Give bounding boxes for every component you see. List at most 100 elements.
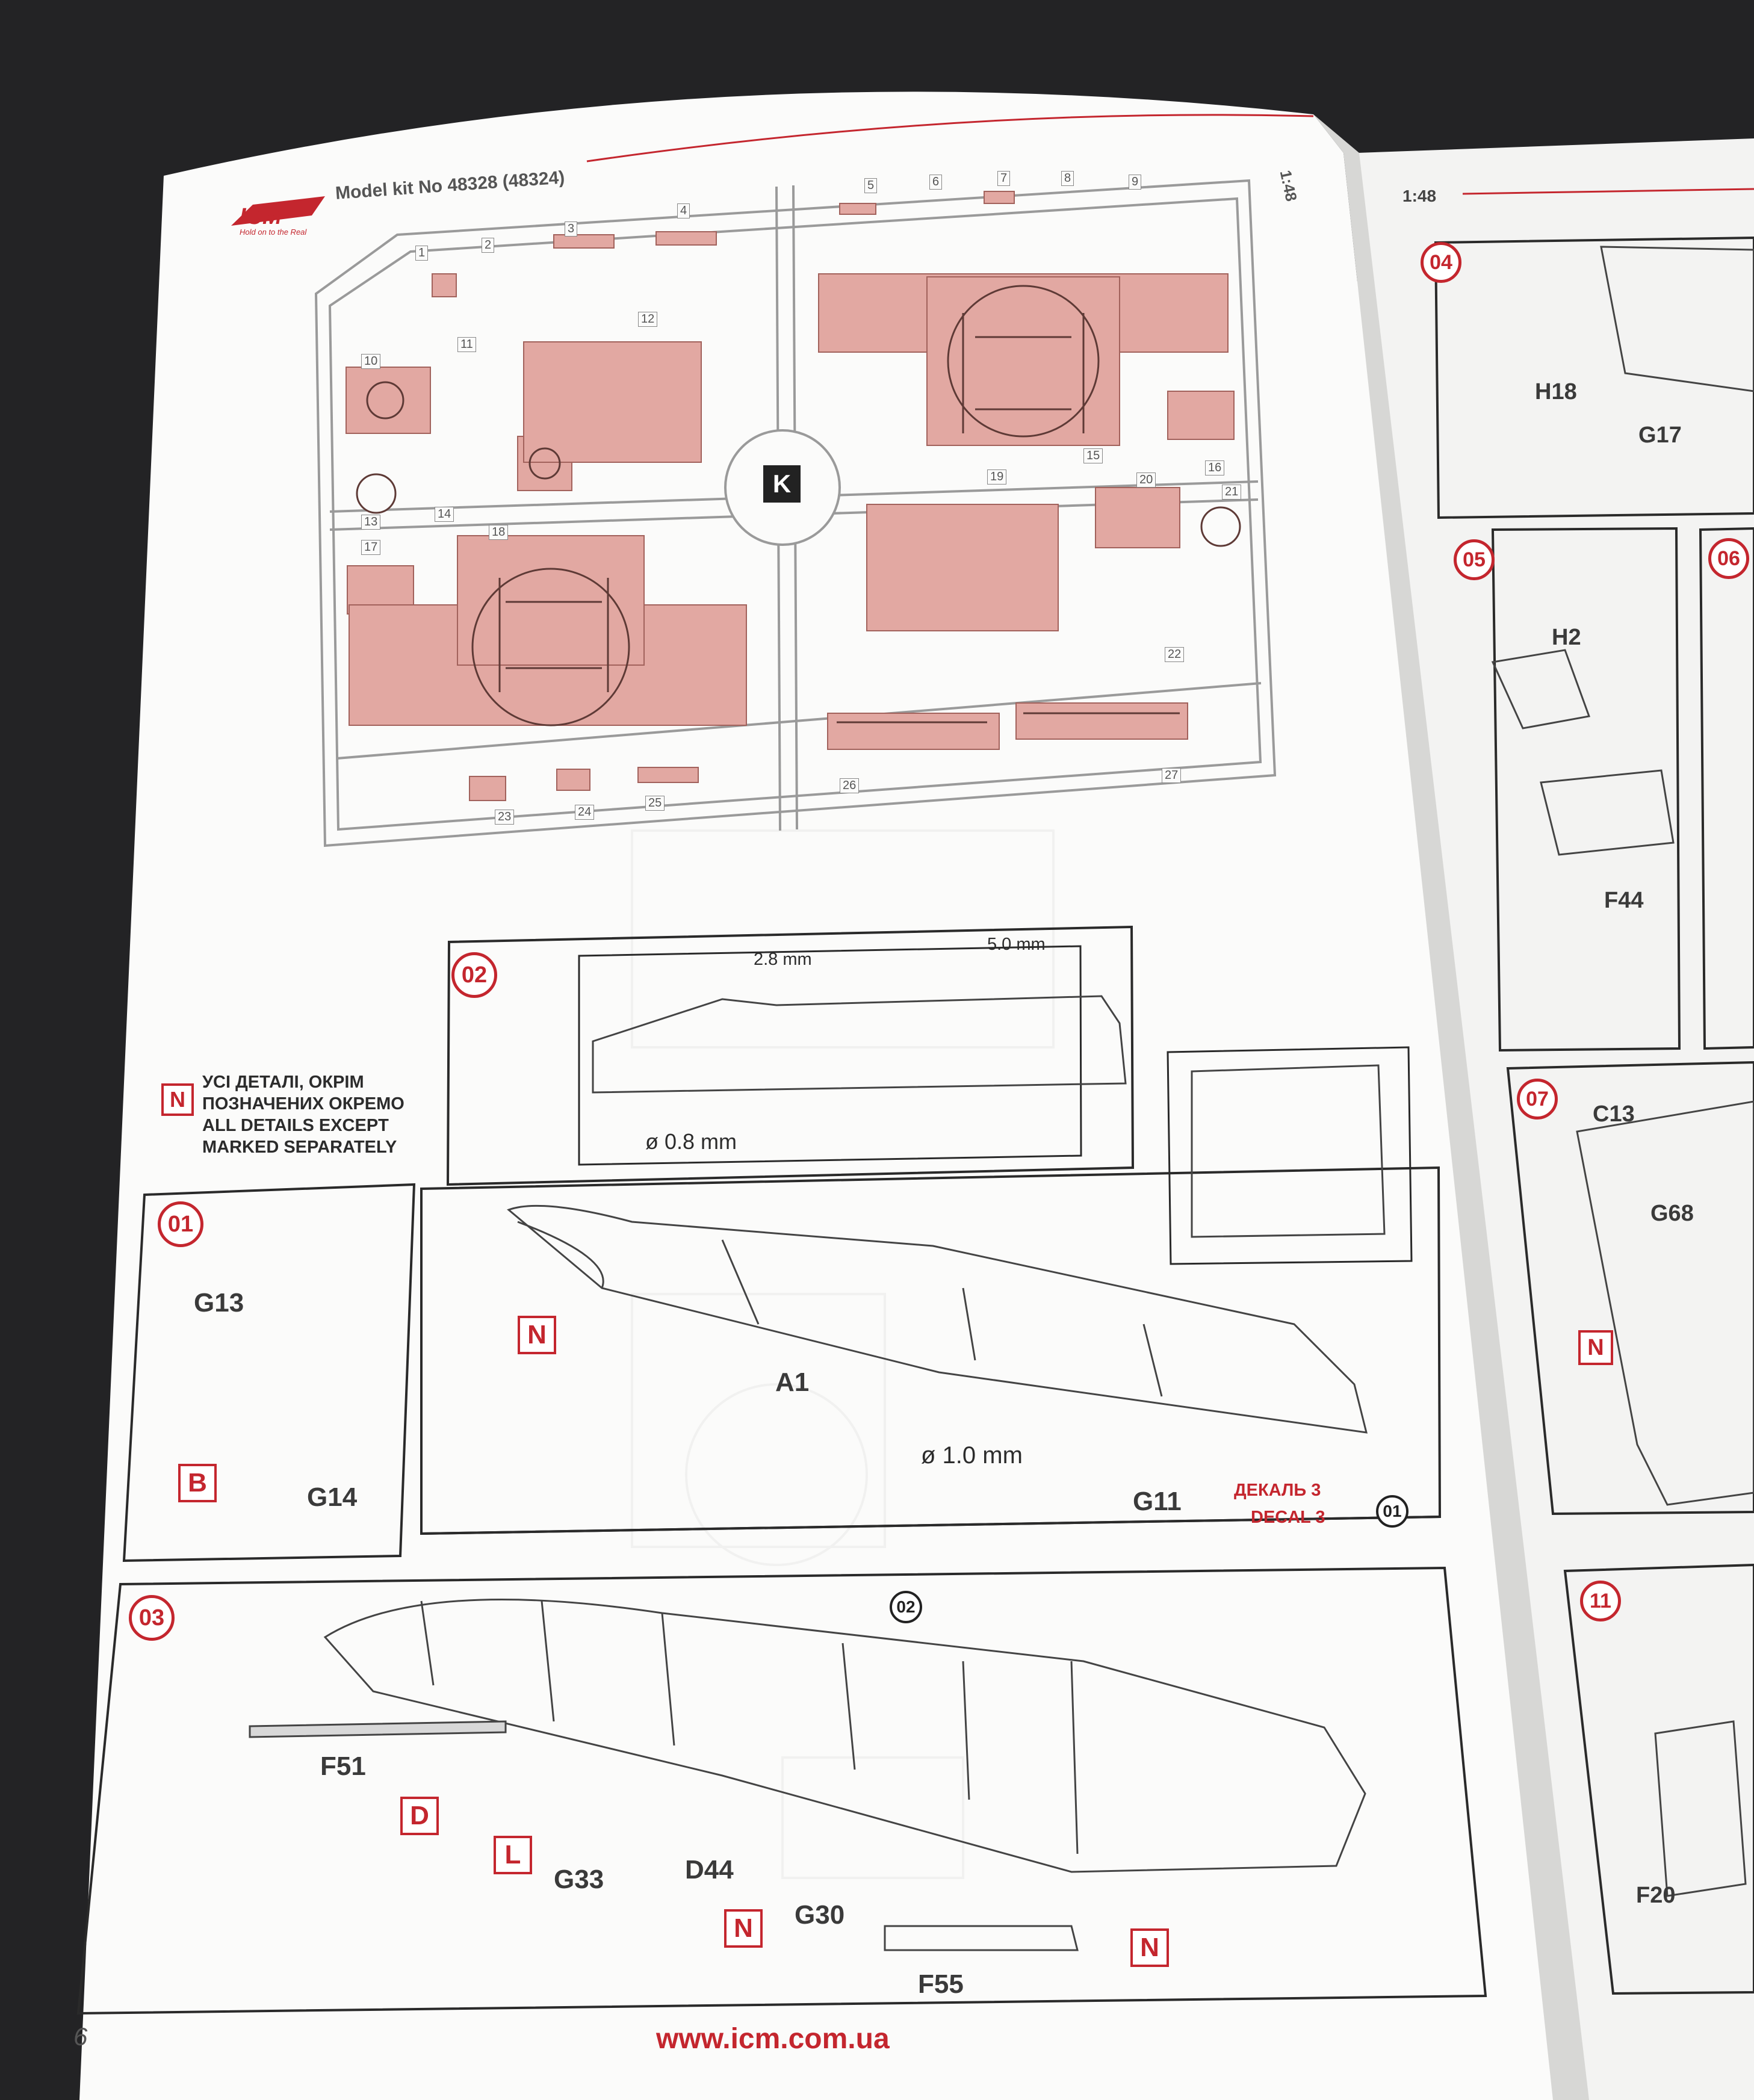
sprue-part-number: 4	[677, 203, 690, 218]
step-02-badge: 02	[451, 952, 497, 998]
step-02-fuselage	[507, 1204, 1368, 1434]
step-07-panel	[1506, 1061, 1754, 1516]
step-04-panel	[1434, 236, 1754, 519]
sprue-part-number: 11	[457, 337, 476, 352]
step-03-badge: 03	[129, 1595, 175, 1641]
step-03-ref-02: 02	[890, 1591, 922, 1623]
sprue-part-number: 15	[1083, 448, 1103, 463]
legend-line-ua-2: ПОЗНАЧЕНИХ ОКРЕМО	[202, 1094, 404, 1113]
part-g17: G17	[1638, 423, 1682, 448]
brand-tagline: Hold on to the Real	[240, 228, 307, 237]
legend-tag: N	[161, 1083, 194, 1116]
sprue-parts	[346, 191, 1235, 801]
sprue-part-number: 23	[495, 810, 515, 825]
step-02-tag-n: N	[518, 1316, 556, 1354]
step-04-badge: 04	[1421, 242, 1461, 283]
step-02-inset-fuselage	[1191, 1064, 1386, 1238]
sprue-part-number: 5	[864, 178, 878, 193]
sprue-part-number: 17	[361, 540, 381, 555]
legend-line-en-1: ALL DETAILS EXCEPT	[202, 1116, 389, 1135]
gutter-shadow	[1313, 114, 1589, 2100]
legend-text: УСІ ДЕТАЛІ, ОКРІМ ПОЗНАЧЕНИХ ОКРЕМО ALL …	[202, 1071, 404, 1158]
drawings	[249, 246, 1754, 1951]
sprue-part-number: 25	[645, 796, 665, 811]
part-g30: G30	[795, 1900, 845, 1930]
sprue-part-number: 21	[1222, 485, 1242, 500]
f51-part	[249, 1720, 507, 1738]
step-06-panel	[1699, 527, 1754, 1050]
header-rule	[586, 114, 1314, 163]
step-11-badge: 11	[1580, 1581, 1621, 1621]
header-rule-right	[1462, 188, 1754, 195]
part-c13: C13	[1593, 1101, 1635, 1127]
part-f20: F20	[1636, 1883, 1676, 1908]
step-02-panel	[446, 925, 1135, 1186]
step-05-panel	[1491, 527, 1681, 1052]
sprue-part-number: 6	[929, 175, 943, 190]
sprue-part-number: 26	[840, 778, 860, 793]
step-02-ref-01: 01	[1376, 1495, 1408, 1528]
part-g68: G68	[1650, 1201, 1694, 1226]
step-01-panel	[122, 1183, 416, 1563]
part-h2: H2	[1552, 625, 1581, 650]
step-03-panel	[76, 1566, 1487, 2015]
sprue-part-number: 24	[575, 805, 595, 820]
sprue-part-details	[356, 285, 1241, 726]
part-g33: G33	[554, 1865, 604, 1894]
part-g11: G11	[1133, 1487, 1182, 1516]
legend-line-en-2: MARKED SEPARATELY	[202, 1138, 397, 1157]
step-11-drawing	[1654, 1720, 1747, 1897]
step-03-tag-n2: N	[1130, 1928, 1169, 1967]
website-link[interactable]: www.icm.com.ua	[656, 2023, 890, 2055]
sprue-part-number: 19	[987, 469, 1007, 485]
step-03-tag-d: D	[400, 1797, 439, 1835]
step-03-tag-n1: N	[724, 1909, 763, 1948]
sprue-part-number: 27	[1162, 768, 1182, 783]
sprue-part-number: 1	[415, 246, 429, 261]
step-07-tag-n: N	[1578, 1330, 1613, 1365]
sprue-part-number: 7	[997, 171, 1011, 186]
part-g13: G13	[194, 1288, 244, 1318]
sprue-part-number: 20	[1136, 472, 1156, 488]
step-11-panel	[1563, 1563, 1754, 1995]
step-02-outer	[420, 1166, 1442, 1535]
svg-text:ICM: ICM	[240, 204, 282, 229]
sprue-part-number: 10	[361, 354, 381, 369]
sprue-part-number: 14	[435, 507, 454, 522]
step-02-detail-fuselage	[592, 995, 1127, 1094]
step-02-inset	[578, 945, 1082, 1166]
panels	[76, 236, 1754, 2015]
part-d44: D44	[685, 1855, 734, 1885]
step-02-dim-a: 2.8 mm	[754, 950, 812, 969]
sprue-part-number: 9	[1129, 175, 1142, 190]
sprue-part-number: 13	[361, 515, 381, 530]
step-05-drawing	[1491, 649, 1675, 856]
f55-part	[884, 1925, 1079, 1951]
decal-ua: ДЕКАЛЬ 3	[1234, 1481, 1321, 1500]
step-07-drawing	[1576, 1100, 1754, 1506]
step-07-badge: 07	[1517, 1079, 1558, 1120]
step-02-drill-small: ø 0.8 mm	[645, 1129, 737, 1154]
sprue-part-number: 3	[565, 221, 578, 237]
sprue-part-number: 8	[1061, 171, 1074, 186]
legend-line-ua-1: УСІ ДЕТАЛІ, ОКРІМ	[202, 1073, 364, 1092]
step-02-inset-b	[1167, 1046, 1413, 1265]
sprue-part-number: 18	[489, 525, 509, 540]
sprue-letter-badge: K	[763, 465, 801, 503]
header: ICM	[231, 114, 1754, 229]
left-page	[79, 91, 1553, 2100]
part-f51: F51	[320, 1752, 366, 1781]
step-02-drill-large: ø 1.0 mm	[921, 1442, 1023, 1469]
sprue-part-number: 2	[482, 238, 495, 253]
sprue-part-number: 22	[1165, 647, 1185, 662]
scale-right: 1:48	[1402, 187, 1437, 205]
part-g14: G14	[307, 1482, 358, 1512]
step-01-tag-b: B	[178, 1464, 217, 1502]
step-03-tag-l: L	[494, 1836, 532, 1874]
icm-logo: ICM	[231, 196, 325, 229]
decal-en: DECAL 3	[1251, 1508, 1325, 1527]
step-02-dim-b: 5.0 mm	[987, 935, 1046, 954]
part-a1: A1	[775, 1367, 810, 1397]
page-number: 6	[73, 2022, 88, 2051]
